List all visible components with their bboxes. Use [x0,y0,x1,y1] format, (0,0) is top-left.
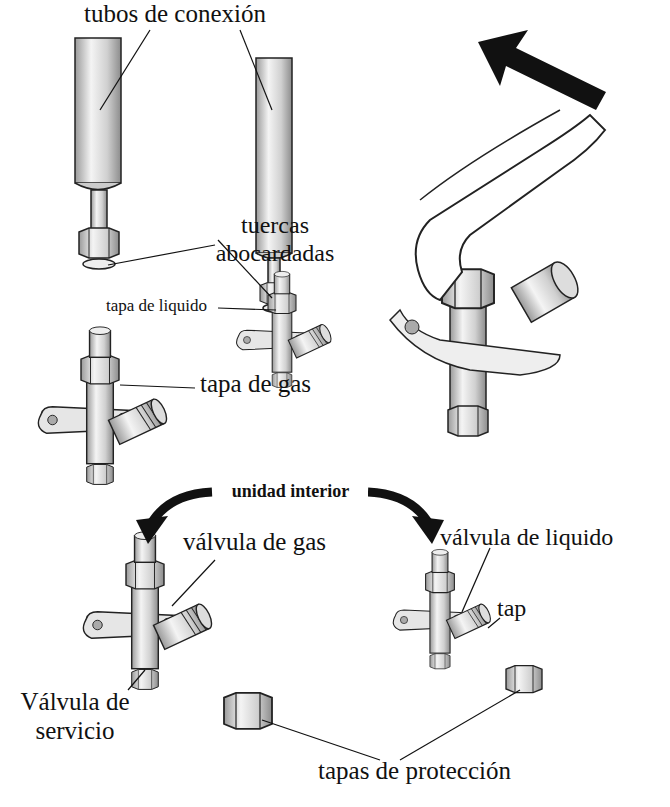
part-label: tapas de protección [318,757,648,786]
wrench-scene [390,30,606,436]
leader-lines [100,30,520,760]
part-label: tubos de conexión [60,0,290,29]
protection-caps [224,666,542,729]
part-label: tap [497,595,557,623]
part-label: válvula de gas [183,528,363,557]
group-label: unidad interior [213,481,368,502]
part-label: tuercas abocardadas [200,212,350,267]
part-label: tapa de gas [200,370,360,399]
part-label: tapa de liquido [106,296,226,316]
part-label: Válvula de servicio [0,688,150,746]
part-label: válvula de liquido [440,524,670,552]
